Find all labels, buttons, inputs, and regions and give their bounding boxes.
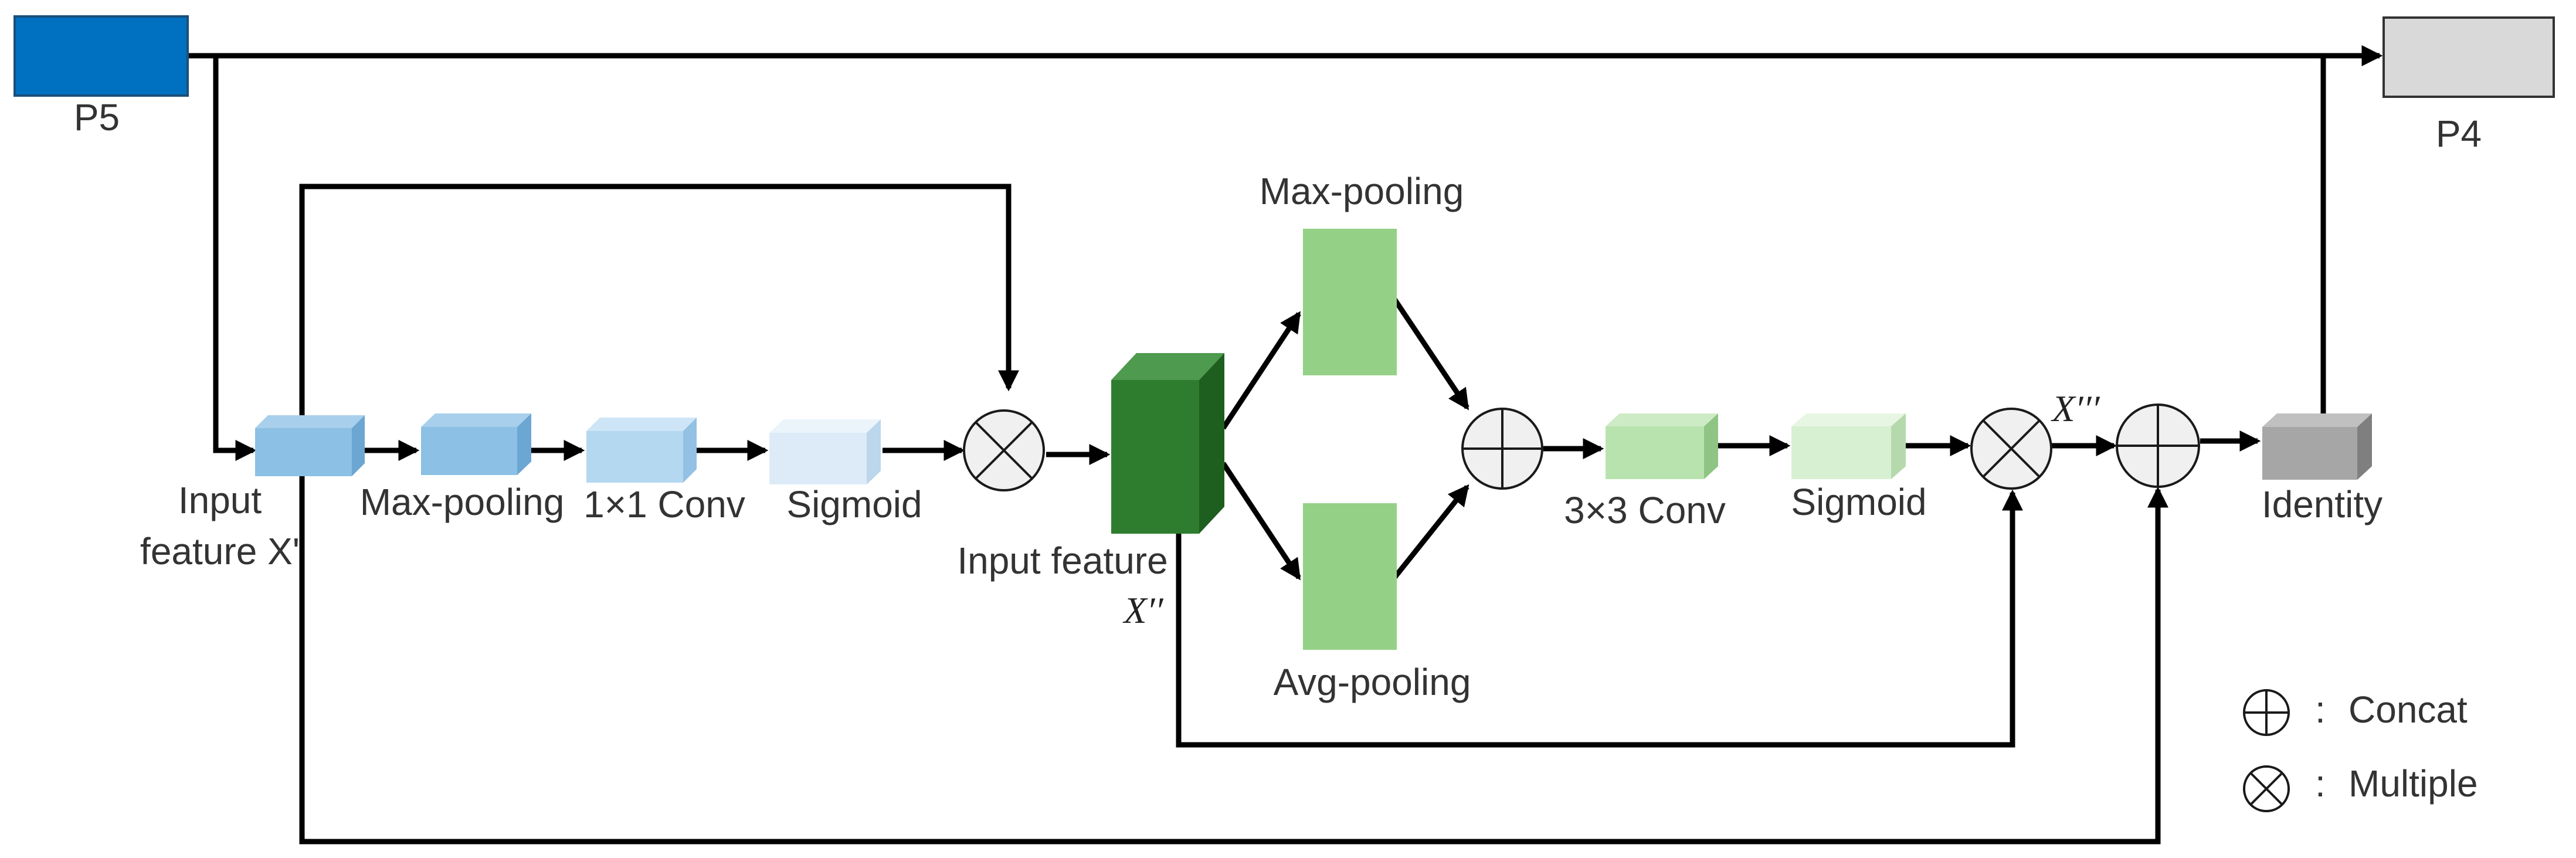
conv3x3-label: 3×3 Conv [1564,489,1726,531]
input-x1-label-line1: Input [178,479,262,521]
identity-label: Identity [2262,483,2382,525]
multiply-operator-1 [963,409,1045,491]
input-x2-label-line1: Input feature [957,540,1167,582]
maxpool-to-concat-arrow [1392,297,1469,411]
maxpool-blue-cube [421,413,531,475]
p4-label: P4 [2436,113,2482,155]
legend-concat-separator: : [2315,689,2326,731]
avgpool-to-concat-arrow [1392,484,1469,579]
input-x1-label-line2: feature X' [140,530,300,572]
avgpool-green-block [1303,503,1397,650]
p5-to-input-arrow [213,56,257,461]
multiply-operator-2 [1970,408,2052,490]
sigmoid-green-label: Sigmoid [1791,481,1926,523]
input2-skip-to-multiply2-arrow [1176,489,2023,748]
conv1x1-cube [586,418,697,483]
p5-box [13,15,189,97]
p5-label: P5 [74,96,120,138]
avgpool-green-label: Avg-pooling [1274,661,1471,703]
p4-box [2382,16,2555,98]
input-feature-x1-cube [255,415,365,476]
x3-label: X′′′ [2050,388,2100,429]
input-skip-to-concat2-arrow [299,486,2168,845]
legend-multiple-icon [2243,765,2290,812]
input-skip-to-multiply-arrow [299,184,1019,601]
maxpool-green-label: Max-pooling [1260,170,1464,212]
maxpool-green-block [1303,229,1397,375]
sigmoid-green-cube [1791,413,1906,479]
conv3x3-cube [1606,413,1718,479]
input2-to-maxpool-arrow [1221,311,1301,430]
conv1x1-label: 1×1 Conv [583,483,745,525]
concat-operator-2 [2116,403,2200,488]
input-feature-x2-block [1111,353,1224,534]
legend-concat-icon [2243,689,2290,736]
maxpool-blue-label: Max-pooling [360,481,565,523]
identity-cube [2262,413,2372,480]
legend-multiple-separator: : [2315,762,2326,805]
legend-multiple-label: Multiple [2348,762,2478,805]
p4-block: P4 [2382,16,2555,155]
legend: : Concat : Multiple [2243,689,2478,812]
concat-operator-1 [1461,408,1543,490]
sigmoid-blue-cube [769,419,881,484]
input2-to-avgpool-arrow [1221,462,1301,581]
input-x2-label-line2: X′′ [1122,589,1163,631]
sigmoid-blue-label: Sigmoid [786,483,922,525]
connectors [188,45,2383,845]
legend-concat-label: Concat [2348,689,2468,731]
p5-block: P5 [13,15,189,138]
